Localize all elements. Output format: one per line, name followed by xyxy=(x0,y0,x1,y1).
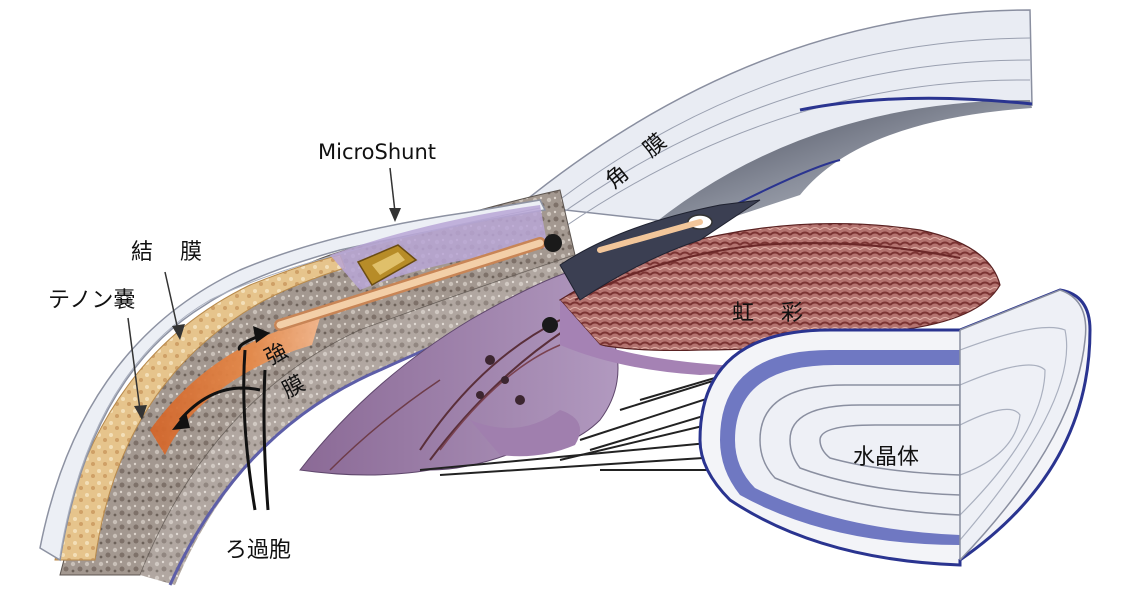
arrowhead-left xyxy=(172,412,190,430)
leader-arrowhead-tenon xyxy=(134,405,147,420)
leader-arrowhead-microshunt xyxy=(389,208,401,222)
microshunt-device xyxy=(274,237,546,331)
label-conjunctiva: 結 膜 xyxy=(131,240,212,265)
label-lens: 水晶体 xyxy=(853,445,920,470)
leader-lines xyxy=(127,167,396,411)
arrowhead-right xyxy=(253,326,270,343)
label-filtering-bleb: ろ過胞 xyxy=(225,538,292,563)
lens xyxy=(698,288,1092,567)
schlemm-canal xyxy=(542,317,558,333)
shunt-entry-point xyxy=(544,234,562,252)
label-microshunt: MicroShunt xyxy=(318,140,437,164)
microshunt-tube-anterior xyxy=(597,219,703,253)
cornea xyxy=(518,9,1033,235)
filtering-bleb xyxy=(150,318,320,455)
leader-arrowhead-conjunctiva xyxy=(172,324,185,340)
label-iris: 虹 彩 xyxy=(732,301,813,326)
label-tenon-capsule: テノン嚢 xyxy=(48,288,136,313)
iris xyxy=(559,223,1001,375)
